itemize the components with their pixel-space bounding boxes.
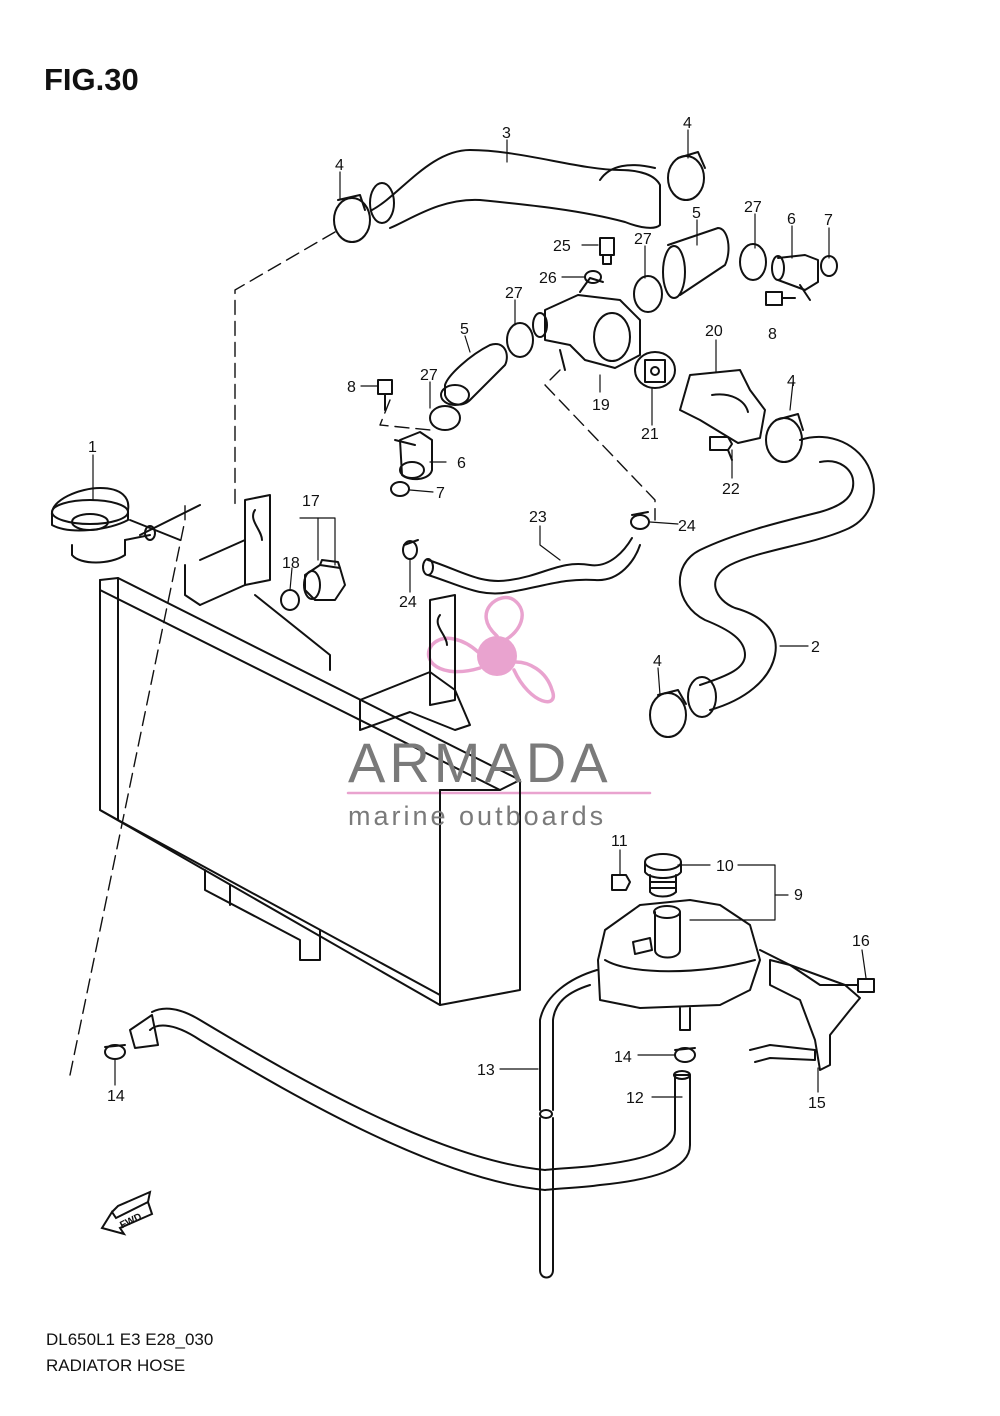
hose-part-5[interactable]	[662, 227, 730, 299]
thermostat-cover-part-20[interactable]	[679, 369, 766, 444]
watermark-tagline: marine outboards	[348, 801, 606, 831]
radiator-cap-part-1[interactable]	[50, 487, 156, 564]
clamp-part-4[interactable]	[765, 413, 804, 463]
callout-label: 5	[460, 321, 469, 338]
callout-label: 22	[722, 481, 740, 498]
callout-label: 4	[683, 115, 692, 132]
figure-title: FIG.30	[44, 62, 139, 97]
callout-label: 6	[457, 455, 466, 472]
bracket-part-15[interactable]	[749, 959, 861, 1071]
watermark-logo-icon	[426, 595, 556, 704]
callout-label: 27	[634, 231, 652, 248]
callout-label: 11	[611, 833, 628, 850]
pipe-joint-part-6[interactable]	[771, 254, 819, 301]
hose-part-13[interactable]	[539, 969, 598, 1279]
callout-label: 26	[539, 270, 557, 287]
callout-label: 19	[592, 397, 610, 414]
callout-label: 27	[420, 367, 438, 384]
callout-label: 14	[107, 1088, 125, 1105]
callout-label: 2	[811, 639, 820, 656]
bolt-part-11[interactable]	[611, 874, 631, 891]
callout-label: 4	[653, 653, 662, 670]
thermostat-part-21[interactable]	[634, 351, 676, 389]
callout-label: 6	[787, 211, 796, 228]
thermostat-housing-part-19[interactable]	[532, 277, 641, 371]
clamp-part-27[interactable]	[633, 275, 663, 313]
clip-part-24[interactable]	[402, 539, 419, 560]
callout-label: 17	[302, 493, 320, 510]
callout-label: 4	[787, 373, 796, 390]
callout-label: 10	[716, 858, 734, 875]
clamp-part-4[interactable]	[649, 689, 687, 738]
callout-label: 9	[794, 887, 803, 904]
bolt-part-22[interactable]	[709, 436, 733, 461]
callout-label: 18	[282, 555, 300, 572]
callout-label: 7	[436, 485, 445, 502]
callout-label: 25	[553, 238, 571, 255]
hose-part-5[interactable]	[440, 343, 508, 406]
clip-part-14[interactable]	[104, 1044, 126, 1060]
clamp-part-27[interactable]	[739, 243, 767, 281]
reservoir-tank-part-9[interactable]	[597, 899, 846, 1031]
fwd-arrow-icon: FWD	[100, 1190, 154, 1236]
callout-label: 12	[626, 1090, 644, 1107]
callout-label: 27	[505, 285, 523, 302]
clamp-part-27[interactable]	[506, 322, 534, 358]
hose-part-12[interactable]	[129, 1007, 691, 1191]
upper-hose-part-3[interactable]	[369, 149, 661, 229]
callout-label: 21	[641, 426, 659, 443]
hose-part-23[interactable]	[422, 537, 641, 595]
washer-part-26[interactable]	[584, 270, 602, 284]
model-code: DL650L1 E3 E28_030	[46, 1330, 214, 1349]
clip-part-14[interactable]	[674, 1047, 696, 1063]
callout-label: 3	[502, 125, 511, 142]
bolt-part-16[interactable]	[844, 978, 875, 993]
watermark-brand: ARMADA	[348, 731, 612, 794]
callout-label: 27	[744, 199, 762, 216]
reservoir-cap-part-10[interactable]	[644, 853, 682, 898]
callout-label: 13	[477, 1062, 495, 1079]
callout-labels: 1 2 3 4 4 4 4 5 5 6 6 7 7 8 8 9 10 11 12…	[88, 115, 870, 1112]
o-ring-part-7[interactable]	[820, 255, 838, 277]
bolt-part-8[interactable]	[377, 379, 393, 411]
callout-label: 20	[705, 323, 723, 340]
callout-label: 16	[852, 933, 870, 950]
radiator	[99, 494, 521, 1006]
callout-label: 24	[399, 594, 417, 611]
pipe-joint-part-6[interactable]	[394, 431, 433, 481]
callout-label: 5	[692, 205, 701, 222]
callout-label: 1	[88, 439, 97, 456]
callout-label: 24	[678, 518, 696, 535]
sensor-part-25[interactable]	[599, 237, 615, 265]
callout-label: 4	[335, 157, 344, 174]
o-ring-part-18[interactable]	[280, 589, 300, 611]
lower-hose-part-2[interactable]	[678, 435, 875, 718]
callout-label: 15	[808, 1095, 826, 1112]
diagram-caption: RADIATOR HOSE	[46, 1356, 186, 1375]
callout-label: 23	[529, 509, 547, 526]
bolt-part-8[interactable]	[765, 291, 796, 306]
clamp-part-4[interactable]	[667, 151, 706, 201]
clamp-part-27[interactable]	[429, 405, 461, 431]
callout-label: 14	[614, 1049, 632, 1066]
o-ring-part-7[interactable]	[390, 481, 410, 497]
clip-part-24[interactable]	[630, 511, 650, 530]
callout-label: 7	[824, 212, 833, 229]
callout-label: 8	[768, 326, 777, 343]
clamp-part-4[interactable]	[333, 194, 371, 243]
callout-label: 8	[347, 379, 356, 396]
sensor-part-17[interactable]	[303, 559, 346, 601]
